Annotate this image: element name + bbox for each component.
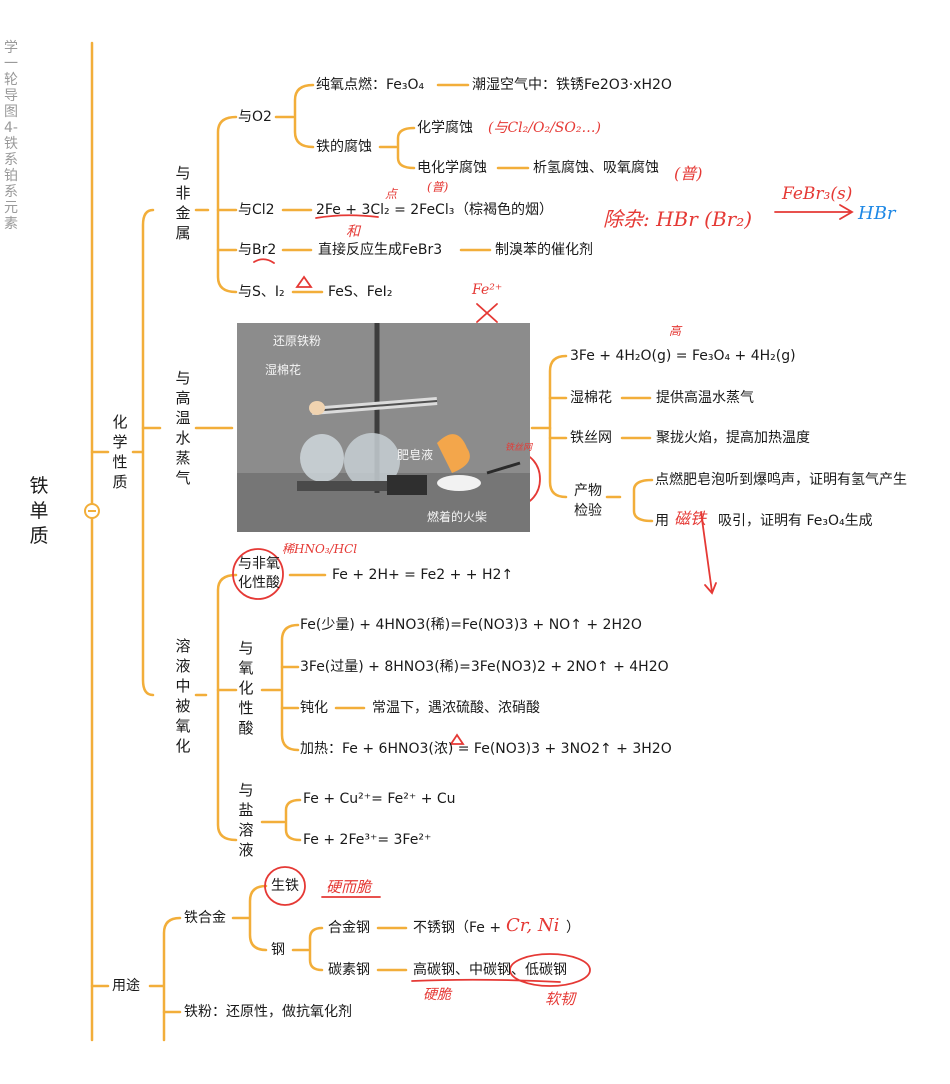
electro-corrosion-types: 析氢腐蚀、吸氧腐蚀: [533, 160, 659, 176]
pig-iron-circle-mark: [264, 866, 306, 906]
hw-o2-chem: (与Cl₂/O₂/SO₂…): [488, 120, 601, 136]
si-triangle-mark: [295, 275, 313, 288]
wire-mesh-desc: 聚拢火焰，提高加热温度: [656, 430, 810, 446]
fe3-cross-mark: [476, 303, 498, 323]
hw-si-fe: Fe²⁺: [472, 282, 503, 298]
hw-br-result: HBr: [858, 203, 896, 224]
cl2-note: （棕褐色的烟）: [455, 202, 553, 218]
br2-direct-text: 直接反应生成FeBr3: [318, 242, 443, 258]
test-fe3o4-suffix: 吸引，证明有 Fe₃O₄生成: [718, 513, 873, 529]
br2-catalyst-text: 制溴苯的催化剂: [495, 242, 593, 258]
nonox-acid-equation: Fe + 2H+ = Fe2 + + H2↑: [332, 567, 514, 583]
hw-nonox-acid: 稀HNO₃/HCl: [282, 542, 358, 556]
node-electrochemical-corrosion[interactable]: 电化学腐蚀: [417, 160, 487, 176]
wet-cotton-desc: 提供高温水蒸气: [656, 390, 754, 406]
steam-equation: 3Fe + 4H₂O(g) = Fe₃O₄ + 4H₂(g): [570, 348, 796, 364]
carbon-steel-types: 高碳钢、中碳钢、低碳钢: [413, 962, 567, 978]
node-with-br2[interactable]: 与Br2: [238, 242, 277, 258]
node-wet-cotton[interactable]: 湿棉花: [570, 390, 612, 406]
hw-o2-electro-a: (普): [427, 180, 449, 194]
node-wire-mesh[interactable]: 铁丝网: [570, 430, 612, 446]
ox-acid-heat: 加热：Fe + 6HNO3(浓) = Fe(NO3)3 + 3NO2↑ + 3H…: [300, 741, 672, 757]
ox-acid-eq2: 3Fe(过量) + 8HNO3(稀)=3Fe(NO3)2 + 2NO↑ + 4H…: [300, 659, 669, 675]
s-i2-product: FeS、FeI₂: [328, 284, 393, 300]
steam-apparatus-photo: 还原铁粉 湿棉花 肥皂液 燃着的火柴: [237, 323, 530, 532]
cl2-underline-mark: [315, 214, 379, 219]
photo-label-wet-cotton: 湿棉花: [265, 363, 302, 377]
salt-eq1: Fe + Cu²⁺= Fe²⁺ + Cu: [303, 791, 456, 807]
collapse-toggle-icon[interactable]: [84, 503, 100, 519]
node-steel[interactable]: 钢: [271, 942, 285, 958]
photo-label-soap: 肥皂液: [397, 448, 434, 462]
hw-o2-electro-b: (普): [674, 164, 703, 183]
node-uses[interactable]: 用途: [112, 978, 140, 994]
stainless-prefix: 不锈钢（Fe +: [413, 920, 502, 936]
node-with-o2[interactable]: 与O2: [238, 109, 272, 125]
test-fe3o4-prefix: 用: [655, 513, 669, 529]
ox-acid-eq1: Fe(少量) + 4HNO3(稀)=Fe(NO3)3 + NO↑ + 2H2O: [300, 617, 642, 633]
hw-carbon-hard: 硬脆: [423, 987, 451, 1003]
node-with-steam[interactable]: 与高温水蒸气: [175, 369, 191, 487]
o2-humid-text: 潮湿空气中：铁锈Fe2O3·xH2O: [472, 77, 672, 93]
br2-underline-mark: [253, 258, 275, 264]
photo-label-reduced-iron: 还原铁粉: [273, 334, 322, 348]
root-topic[interactable]: 铁单质: [29, 475, 49, 547]
node-ox-acid[interactable]: 与氧化性酸: [238, 639, 254, 737]
test-h2-text: 点燃肥皂泡听到爆鸣声，证明有氢气产生: [655, 472, 907, 488]
node-nonox-acid[interactable]: 与非氧化性酸: [238, 556, 280, 591]
sidebar-vertical-title: 学一轮导图4-铁系铂系元素: [4, 40, 18, 232]
node-product-test[interactable]: 产物检验: [574, 483, 602, 519]
node-with-nonmetal[interactable]: 与非金属: [175, 164, 191, 242]
hw-cl2-under: 和: [346, 224, 360, 240]
cl2-equation: 2Fe + 3Cl₂ = 2FeCl₃: [316, 202, 455, 218]
o2-burn-text: 纯氧点燃：Fe₃O₄: [316, 77, 425, 93]
hw-photo-small: 铁丝网: [505, 443, 533, 453]
nonox-acid-circle-mark: [232, 548, 284, 600]
apparatus-illustration: [237, 323, 530, 532]
br-arrow-mark: [774, 204, 854, 220]
photo-label-match: 燃着的火柴: [427, 510, 488, 524]
node-with-s-i2[interactable]: 与S、I₂: [238, 284, 285, 300]
heat-triangle-mark: [449, 733, 465, 745]
hw-cr-ni: Cr, Ni: [506, 915, 560, 936]
node-passivation[interactable]: 钝化: [300, 700, 328, 716]
hw-br-removal: 除杂: HBr (Br₂): [603, 207, 753, 231]
hw-pig-note: 硬而脆: [326, 878, 372, 896]
node-alloy-steel[interactable]: 合金钢: [328, 920, 370, 936]
node-carbon-steel[interactable]: 碳素钢: [328, 962, 370, 978]
node-iron-alloy[interactable]: 铁合金: [184, 910, 226, 926]
stainless-suffix: ）: [566, 920, 580, 936]
node-with-cl2[interactable]: 与Cl2: [238, 202, 275, 218]
node-pig-iron[interactable]: 生铁: [271, 878, 299, 894]
hw-cl2-condition: 点: [385, 187, 398, 201]
hw-carbon-soft: 软韧: [545, 990, 576, 1008]
node-iron-powder[interactable]: 铁粉：还原性，做抗氧化剂: [184, 1004, 352, 1020]
node-with-salt[interactable]: 与盐溶液: [238, 781, 254, 859]
node-chemical-properties[interactable]: 化学性质: [112, 413, 128, 491]
hw-steam-cond: 高: [669, 324, 682, 338]
hw-magnet: 磁铁: [674, 509, 707, 528]
salt-eq2: Fe + 2Fe³⁺= 3Fe²⁺: [303, 832, 432, 848]
passivation-desc: 常温下，遇浓硫酸、浓硝酸: [372, 700, 540, 716]
low-carbon-circle-mark: [509, 953, 591, 987]
node-iron-corrosion[interactable]: 铁的腐蚀: [316, 139, 372, 155]
node-chemical-corrosion[interactable]: 化学腐蚀: [417, 120, 473, 136]
carbon-steel-underline-mark: [411, 978, 561, 983]
magnet-arrow-mark: [700, 511, 717, 595]
hw-br-arrow: FeBr₃(s): [782, 184, 853, 204]
node-oxidized-in-solution[interactable]: 溶液中被氧化: [175, 637, 191, 755]
